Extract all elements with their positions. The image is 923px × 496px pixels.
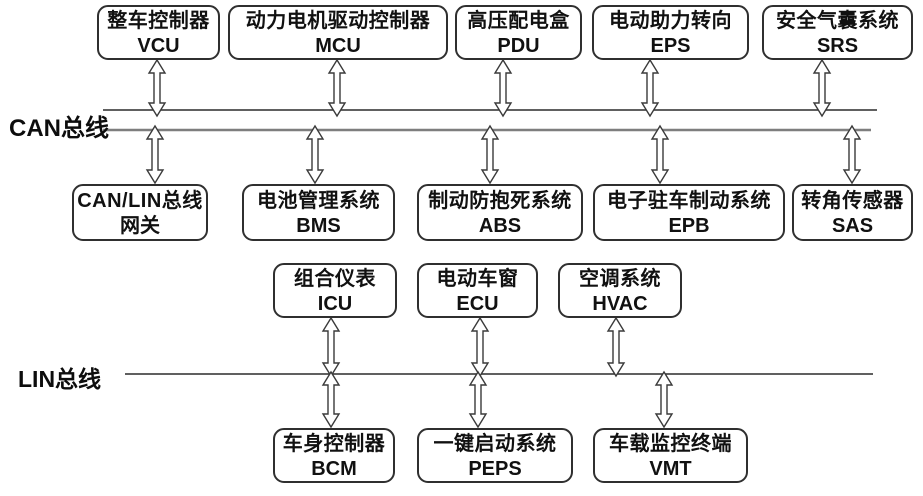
node-vcu-title: 整车控制器 bbox=[107, 9, 210, 32]
node-bms-code: BMS bbox=[296, 214, 341, 237]
node-bcm-title: 车身控制器 bbox=[282, 432, 386, 455]
double-arrow-srs-can bbox=[812, 58, 832, 118]
node-bms: 电池管理系统 BMS bbox=[242, 184, 395, 241]
node-bcm-code: BCM bbox=[311, 457, 357, 480]
node-ecu: 电动车窗 ECU bbox=[417, 263, 538, 318]
node-gateway-title: CAN/LIN总线 bbox=[77, 189, 203, 212]
node-mcu-title: 动力电机驱动控制器 bbox=[245, 9, 431, 32]
double-arrow-eps-can bbox=[640, 58, 660, 118]
node-pdu: 高压配电盒 PDU bbox=[455, 5, 582, 60]
node-epb: 电子驻车制动系统 EPB bbox=[593, 184, 785, 241]
node-mcu-code: MCU bbox=[315, 34, 361, 57]
node-eps-code: EPS bbox=[650, 34, 691, 57]
node-gateway-code: 网关 bbox=[120, 214, 160, 237]
node-peps: 一键启动系统 PEPS bbox=[417, 428, 573, 483]
node-vmt-title: 车载监控终端 bbox=[609, 432, 732, 455]
double-arrow-lin-vmt bbox=[654, 370, 674, 429]
double-arrow-hvac-lin bbox=[606, 316, 626, 378]
node-hvac: 空调系统 HVAC bbox=[558, 263, 682, 318]
node-epb-title: 电子驻车制动系统 bbox=[607, 189, 771, 212]
node-mcu: 动力电机驱动控制器 MCU bbox=[228, 5, 448, 60]
node-ecu-code: ECU bbox=[456, 292, 499, 315]
can-bus-label: CAN总线 bbox=[9, 115, 109, 142]
node-peps-title: 一键启动系统 bbox=[433, 432, 557, 455]
double-arrow-vcu-can bbox=[147, 58, 167, 118]
node-vcu: 整车控制器 VCU bbox=[97, 5, 220, 60]
double-arrow-can-bms bbox=[305, 124, 325, 185]
node-icu-code: ICU bbox=[317, 292, 353, 315]
node-sas: 转角传感器 SAS bbox=[792, 184, 913, 241]
node-vmt-code: VMT bbox=[649, 457, 692, 480]
double-arrow-can-gateway bbox=[145, 124, 165, 185]
node-eps-title: 电动助力转向 bbox=[609, 9, 732, 32]
double-arrow-lin-bcm bbox=[321, 370, 341, 429]
double-arrow-icu-lin bbox=[321, 316, 341, 378]
node-epb-code: EPB bbox=[668, 214, 710, 237]
double-arrow-pdu-can bbox=[493, 58, 513, 118]
node-eps: 电动助力转向 EPS bbox=[592, 5, 749, 60]
node-peps-code: PEPS bbox=[468, 457, 522, 480]
node-icu-title: 组合仪表 bbox=[294, 267, 376, 290]
node-icu: 组合仪表 ICU bbox=[273, 263, 397, 318]
double-arrow-mcu-can bbox=[327, 58, 347, 118]
node-abs-code: ABS bbox=[478, 214, 522, 237]
node-abs-title: 制动防抱死系统 bbox=[428, 189, 572, 212]
double-arrow-lin-peps bbox=[468, 370, 488, 429]
node-hvac-code: HVAC bbox=[592, 292, 648, 315]
node-abs: 制动防抱死系统 ABS bbox=[417, 184, 583, 241]
node-srs-code: SRS bbox=[816, 34, 859, 57]
node-ecu-title: 电动车窗 bbox=[436, 267, 519, 290]
node-hvac-title: 空调系统 bbox=[579, 267, 661, 290]
node-srs: 安全气囊系统 SRS bbox=[762, 5, 913, 60]
node-srs-title: 安全气囊系统 bbox=[776, 9, 899, 32]
node-bcm: 车身控制器 BCM bbox=[273, 428, 395, 483]
node-pdu-code: PDU bbox=[497, 34, 540, 57]
lin-bus-label: LIN总线 bbox=[18, 366, 102, 392]
node-sas-code: SAS bbox=[831, 214, 874, 237]
node-bms-title: 电池管理系统 bbox=[257, 189, 380, 212]
node-vmt: 车载监控终端 VMT bbox=[593, 428, 748, 483]
double-arrow-can-epb bbox=[650, 124, 670, 185]
node-gateway: CAN/LIN总线 网关 bbox=[72, 184, 208, 241]
double-arrow-ecu-lin bbox=[470, 316, 490, 378]
node-pdu-title: 高压配电盒 bbox=[467, 9, 570, 32]
node-vcu-code: VCU bbox=[137, 34, 180, 57]
node-sas-title: 转角传感器 bbox=[801, 189, 904, 212]
double-arrow-can-sas bbox=[842, 124, 862, 185]
double-arrow-can-abs bbox=[480, 124, 500, 185]
